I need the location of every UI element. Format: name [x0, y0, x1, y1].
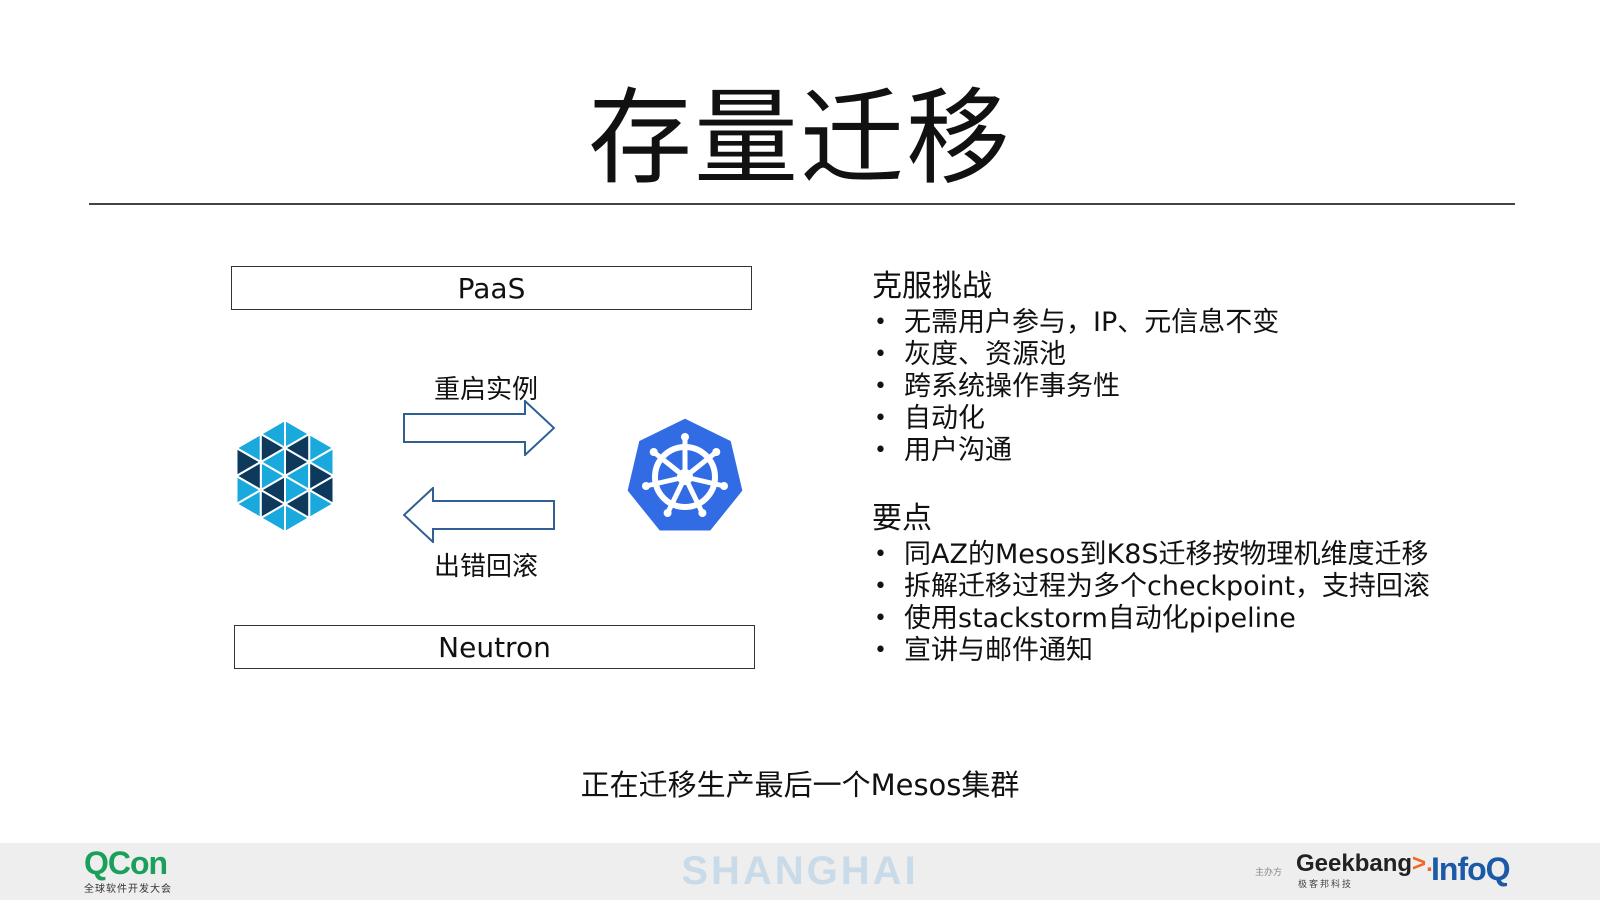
mesos-logo-facet — [234, 460, 262, 492]
geekbang-prefix: Geek — [1296, 850, 1355, 877]
key-points-heading: 要点 — [872, 501, 932, 536]
list-item: 无需用户参与，IP、元信息不变 — [872, 307, 1572, 339]
kubernetes-logo-icon — [624, 415, 746, 534]
list-item: 拆解迁移过程为多个checkpoint，支持回滚 — [872, 571, 1572, 603]
paas-box: PaaS — [231, 266, 752, 310]
list-item: 使用stackstorm自动化pipeline — [872, 603, 1572, 635]
mesos-logo-facet — [259, 488, 287, 520]
forward-arrow-label: 重启实例 — [433, 375, 538, 405]
list-item: 自动化 — [872, 403, 1572, 435]
mesos-logo-facet — [308, 460, 336, 492]
city-name: SHANGHAI — [681, 849, 919, 893]
arrow-left-icon — [403, 487, 555, 543]
organizer-label: 主办方 — [1255, 868, 1283, 878]
infoq-logo: InfoQ — [1431, 851, 1511, 887]
qcon-wordmark: QCon — [84, 845, 168, 881]
mesos-logo-facet — [259, 432, 287, 464]
backward-arrow-label: 出错回滚 — [433, 552, 538, 582]
geekbang-subtitle: 极客邦科技 — [1298, 880, 1354, 890]
status-note: 正在迁移生产最后一个Mesos集群 — [580, 768, 1020, 802]
list-item: 跨系统操作事务性 — [872, 371, 1572, 403]
mesos-logo-facet — [283, 432, 311, 464]
neutron-box: Neutron — [234, 625, 755, 669]
notes-panel: 克服挑战 无需用户参与，IP、元信息不变 灰度、资源池 跨系统操作事务性 自动化… — [872, 269, 1572, 667]
qcon-subtitle: 全球软件开发大会 — [84, 884, 172, 895]
geekbang-logo: Geekbang>. 极客邦科技 — [1296, 850, 1433, 891]
geekbang-suffix: bang — [1354, 850, 1413, 877]
key-points-list: 同AZ的Mesos到K8S迁移按物理机维度迁移 拆解迁移过程为多个checkpo… — [872, 539, 1572, 667]
qcon-logo: QCon 全球软件开发大会 — [84, 847, 172, 895]
mesos-logo-facet — [283, 488, 311, 520]
slide-title: 存量迁移 — [587, 77, 1012, 199]
list-item: 用户沟通 — [872, 435, 1572, 467]
geekbang-mark: >. — [1412, 850, 1433, 877]
challenges-list: 无需用户参与，IP、元信息不变 灰度、资源池 跨系统操作事务性 自动化 用户沟通 — [872, 307, 1572, 467]
list-item: 灰度、资源池 — [872, 339, 1572, 371]
arrow-right-icon — [403, 400, 555, 456]
paas-label: PaaS — [457, 271, 526, 305]
footer-bar: QCon 全球软件开发大会 SHANGHAI 主办方 Geekbang>. 极客… — [0, 843, 1600, 900]
neutron-label: Neutron — [438, 630, 551, 664]
mesos-logo-icon — [234, 418, 336, 534]
title-divider — [89, 203, 1515, 205]
list-item: 宣讲与邮件通知 — [872, 635, 1572, 667]
list-item: 同AZ的Mesos到K8S迁移按物理机维度迁移 — [872, 539, 1572, 571]
challenges-heading: 克服挑战 — [872, 269, 992, 304]
